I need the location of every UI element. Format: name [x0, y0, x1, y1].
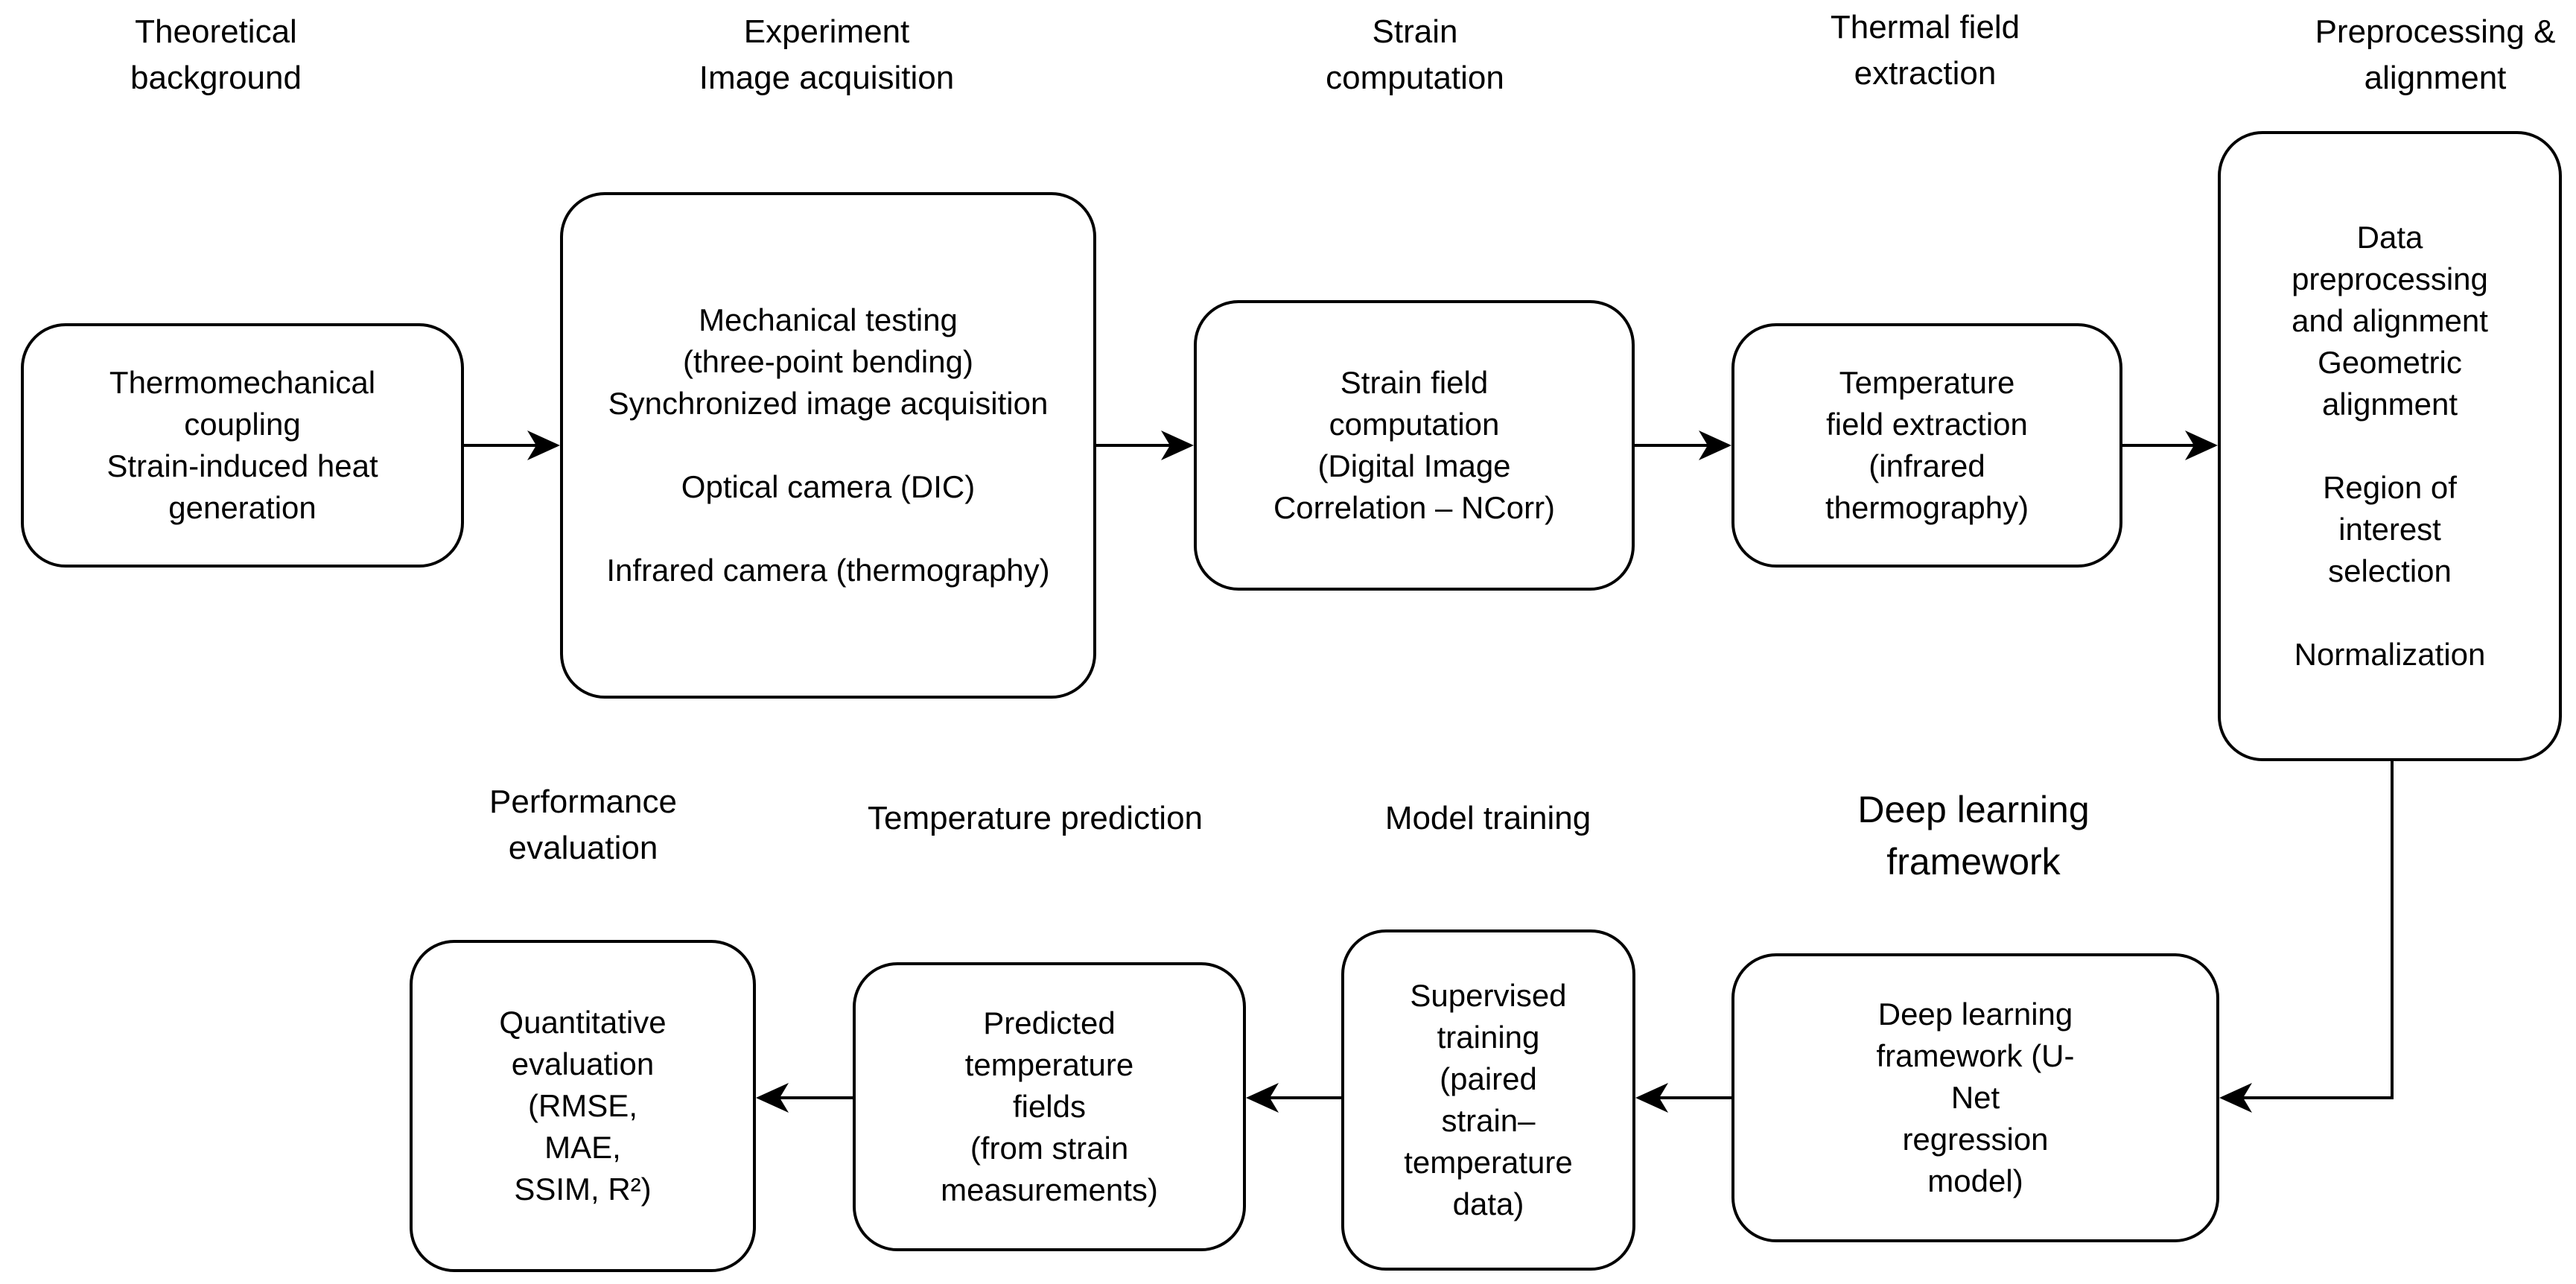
- arrow-preprocessing-to-deep-learning: [2219, 761, 2394, 1113]
- box-experiment: Mechanical testing (three-point bending)…: [560, 192, 1096, 699]
- box-strain: Strain field computation (Digital Image …: [1194, 300, 1635, 591]
- box-preprocessing: Data preprocessing and alignment Geometr…: [2218, 131, 2562, 761]
- stage-label-experiment: Experiment Image acquisition: [699, 13, 955, 96]
- box-deep-learning: Deep learning framework (U- Net regressi…: [1731, 953, 2219, 1242]
- box-evaluation: Quantitative evaluation (RMSE, MAE, SSIM…: [410, 940, 756, 1272]
- stage-label-evaluation: Performance evaluation: [489, 784, 677, 866]
- box-prediction: Predicted temperature fields (from strai…: [853, 962, 1246, 1251]
- stage-label-strain: Strain computation: [1326, 13, 1504, 96]
- box-theory: Thermomechanical coupling Strain-induced…: [21, 323, 464, 568]
- box-training: Supervised training (paired strain– temp…: [1341, 929, 1635, 1271]
- stage-label-preprocessing: Preprocessing & alignment: [2315, 13, 2556, 96]
- box-thermal: Temperature field extraction (infrared t…: [1731, 323, 2122, 568]
- stage-label-prediction: Temperature prediction: [867, 800, 1203, 836]
- stage-label-deep-learning: Deep learning framework: [1857, 789, 2090, 883]
- stage-label-thermal: Thermal field extraction: [1830, 9, 2020, 92]
- stage-label-theory: Theoretical background: [130, 13, 302, 96]
- stage-label-training: Model training: [1384, 800, 1591, 836]
